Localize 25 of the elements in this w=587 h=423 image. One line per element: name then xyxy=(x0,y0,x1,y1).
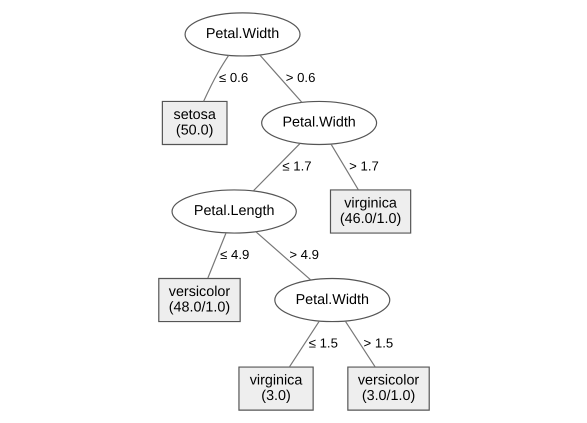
edge-label: > 0.6 xyxy=(285,70,315,86)
node-ellipse: Petal.Width xyxy=(260,100,377,146)
node-ellipse: Petal.Length xyxy=(170,189,296,234)
connector xyxy=(255,231,310,280)
node-box: virginica (3.0) xyxy=(238,366,314,411)
connector xyxy=(252,143,300,192)
edge-label: ≤ 1.5 xyxy=(308,336,338,351)
node-box: versicolor (3.0/1.0) xyxy=(346,366,430,411)
node-box: virginica (46.0/1.0) xyxy=(329,189,411,234)
edge-label: ≤ 4.9 xyxy=(220,247,249,262)
edge-label: > 4.9 xyxy=(288,247,318,262)
connector xyxy=(258,54,302,103)
connector xyxy=(206,232,226,278)
connector xyxy=(288,320,320,368)
edge-label: ≤ 1.7 xyxy=(282,158,312,174)
edge-label: > 1.7 xyxy=(348,158,378,174)
connector xyxy=(202,55,229,102)
node-ellipse: Petal.Width xyxy=(274,278,390,322)
connector xyxy=(330,144,358,190)
node-box: setosa (50.0) xyxy=(161,100,228,146)
edge-label: ≤ 0.6 xyxy=(218,70,248,86)
connector xyxy=(344,320,376,368)
node-ellipse: Petal.Width xyxy=(184,12,300,57)
node-box: versicolor (48.0/1.0) xyxy=(158,278,240,322)
edge-label: > 1.5 xyxy=(363,336,393,351)
